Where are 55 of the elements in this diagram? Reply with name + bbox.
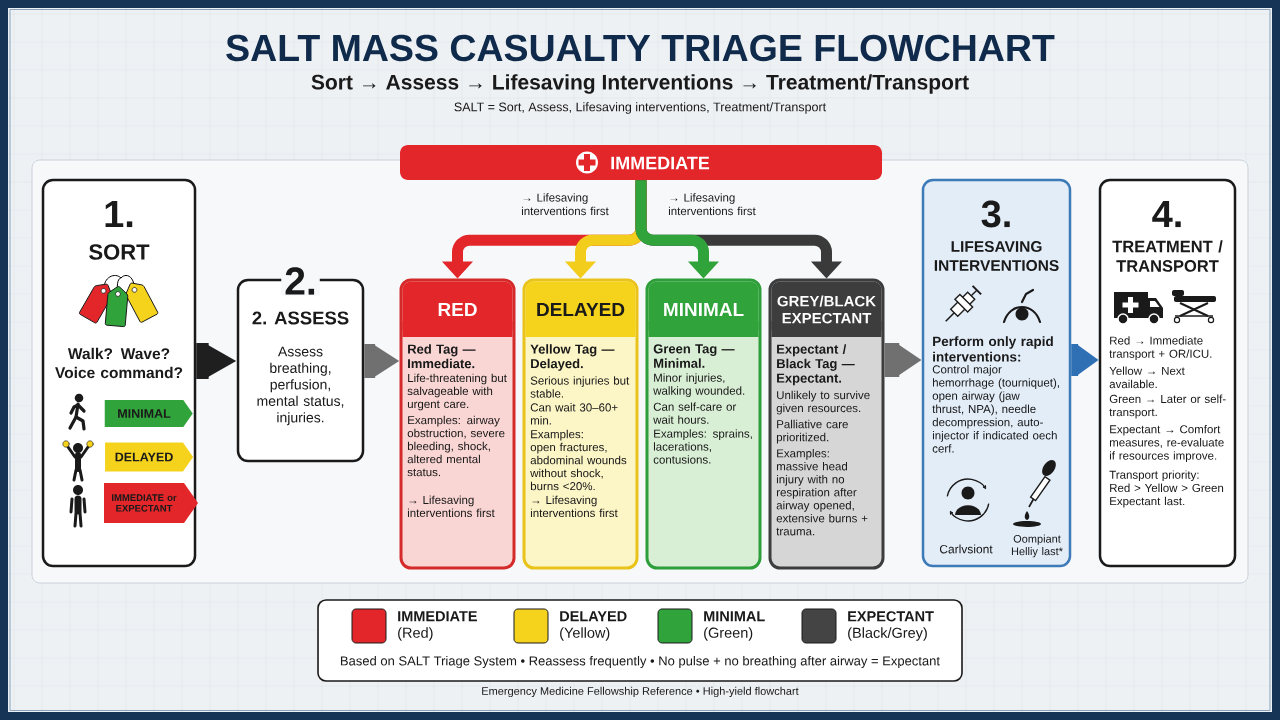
column-header: GREY/BLACK EXPECTANT [771, 281, 882, 337]
transport-text: Expectant → Comfort measures, re-evaluate if resources improve. [1109, 424, 1224, 462]
description-text: Can wait 30–60+ min. [530, 403, 618, 425]
column-header: DELAYED [525, 281, 636, 337]
legend-label: MINIMAL (Green) [704, 611, 765, 641]
tag-heading: Red Tag — Immediate. [408, 344, 476, 369]
lead-text: Perform only rapid interventions: [933, 336, 1053, 362]
description-text: Control major hemorrhage (tourniquet), open airway (jaw thrust, NPA), needle decompression, auto-injector if indicated oech cerf. [932, 365, 1059, 453]
icon-caption: Oompiant Helliy last* [1011, 534, 1063, 558]
note-text: → Lifesaving interventions first [531, 495, 618, 518]
description-text: Palliative care prioritized. [776, 419, 848, 444]
description-text: Serious injuries but stable. [530, 376, 630, 398]
footer-text: Emergency Medicine Fellowship Reference • High-yield flowchart [482, 686, 799, 698]
priority-text: Transport priority: Red > Yellow > Green Expectant last. [1109, 470, 1224, 508]
legend-label: DELAYED (Yellow) [560, 611, 627, 641]
description-text: Examples: airway obstruction, severe bleeding, shock, altered mental status. [407, 415, 505, 477]
transport-text: Green → Later or self-transport. [1109, 394, 1226, 419]
step-heading: LIFESAVING INTERVENTIONS [934, 241, 1059, 271]
description-text: Can self-care or wait hours. [653, 402, 737, 424]
sort-tag: DELAYED [105, 442, 194, 472]
legend-note: Based on SALT Triage System • Reassess frequently • No pulse + no breathing after airway = Expectant [341, 655, 940, 669]
step-heading: TREATMENT / TRANSPORT [1112, 240, 1223, 272]
sort-tag: IMMEDIATE or EXPECTANT [104, 483, 198, 523]
description-text: Minor injuries, walking wounded. [653, 373, 745, 397]
subtitle: Sort → Assess → Lifesaving Interventions → Treatment/Transport [311, 74, 969, 94]
branch-note: → Lifesaving interventions first [669, 193, 756, 216]
examples-text: Examples: sprains, lacerations, contusions. [653, 429, 752, 464]
sort-tag: MINIMAL [104, 400, 193, 427]
examples-text: Examples: open fractures, abdominal wounds without shock, burns <20%. [530, 429, 627, 491]
step-heading: 2. ASSESS [252, 311, 349, 325]
step-number: 3. [981, 200, 1010, 228]
column-header: MINIMAL [648, 281, 759, 337]
examples-text: → Lifesaving interventions first [408, 495, 495, 518]
step-number: 1. [105, 200, 133, 228]
icon-caption: Carlvsiont [939, 544, 993, 554]
description-text: Unlikely to survive given resources. [776, 390, 870, 415]
legend-label: IMMEDIATE (Red) [398, 611, 477, 641]
prompt-text: Walk? Wave? Voice command? [55, 347, 183, 379]
legend-label: EXPECTANT (Black/Grey) [848, 611, 934, 641]
immediate-banner: IMMEDIATE [400, 145, 882, 180]
step-number: 4. [1152, 200, 1181, 228]
branch-note: → Lifesaving interventions first [522, 193, 609, 216]
tag-heading: Expectant / Black Tag — Expectant. [777, 344, 855, 386]
description-text: Life-threatening but salvageable with urgent care. [407, 373, 507, 411]
tag-heading: Green Tag — Minimal. [653, 344, 735, 368]
column-header: RED [402, 281, 513, 337]
description-text: Assess breathing, perfusion, mental status, injuries. [257, 346, 344, 426]
examples-text: Examples: massive head injury with no respiration after airway opened, extensive burns + trauma. [776, 448, 868, 536]
title: SALT MASS CASUALTY TRIAGE FLOWCHART [226, 34, 1055, 62]
step-number: 2. [281, 266, 320, 296]
acronym-note: SALT = Sort, Assess, Lifesaving interventions, Treatment/Transport [454, 102, 827, 114]
step-heading: SORT [89, 244, 150, 260]
transport-text: Red → Immediate transport + OR/ICU. [1109, 336, 1212, 361]
transport-text: Yellow → Next available. [1109, 366, 1185, 389]
tag-heading: Yellow Tag — Delayed. [530, 344, 615, 371]
